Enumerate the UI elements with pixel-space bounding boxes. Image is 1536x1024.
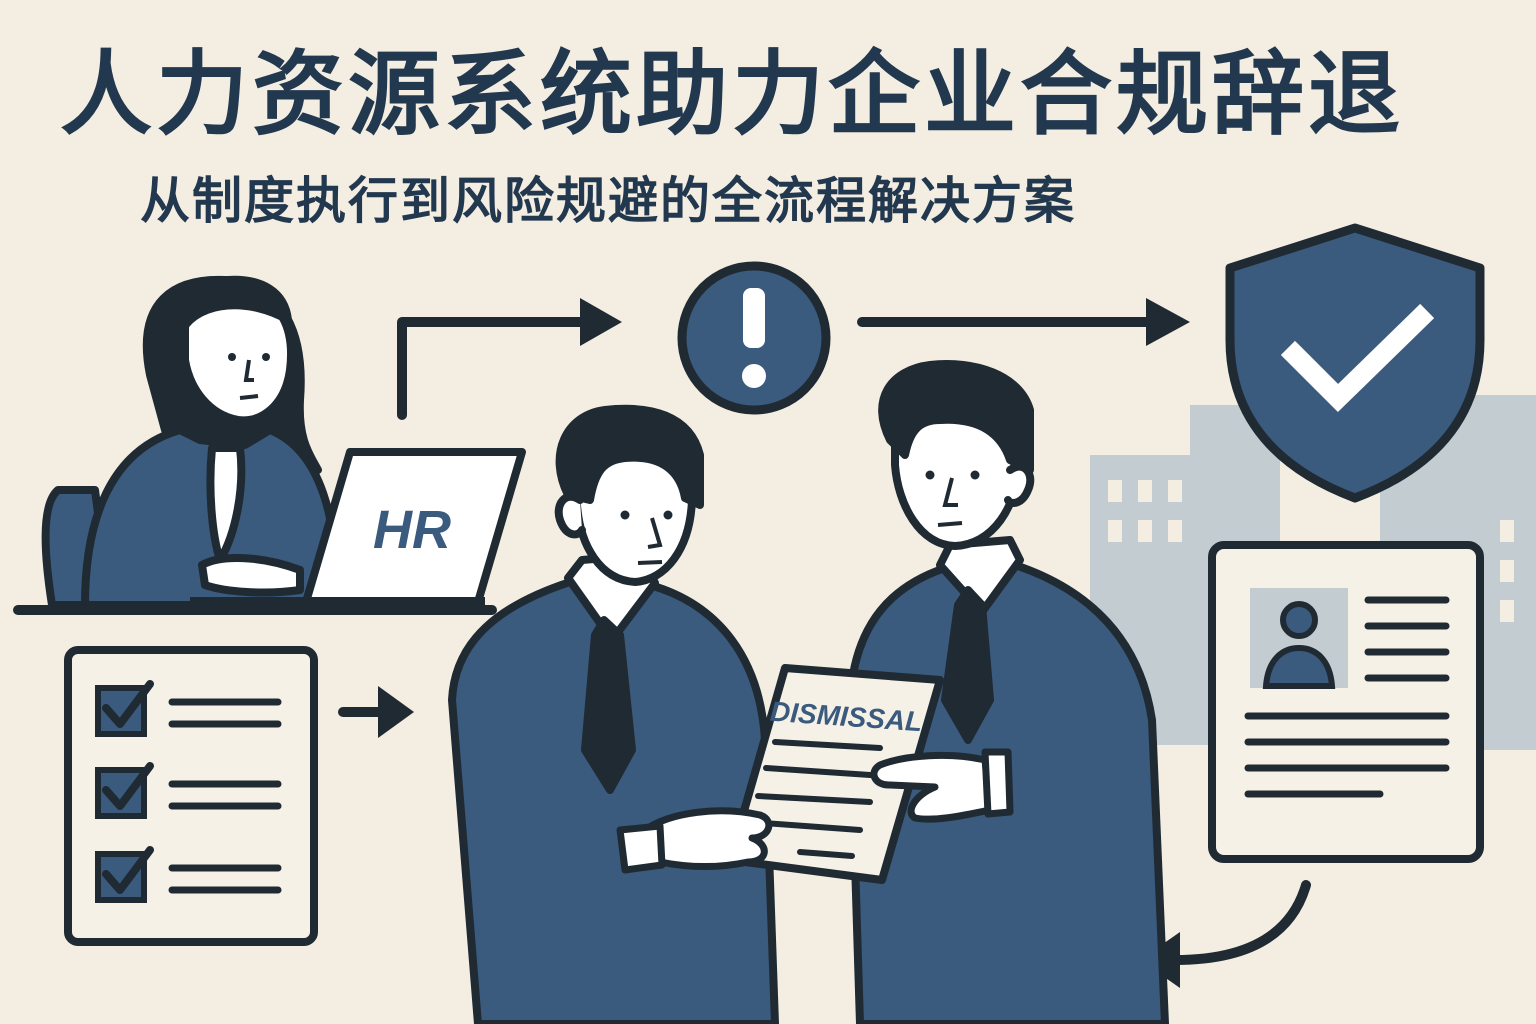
left-hand — [616, 807, 773, 874]
laptop-label: HR — [373, 500, 451, 560]
shield-check-icon — [1225, 223, 1485, 503]
return-arrow — [1170, 880, 1311, 965]
page-subtitle: 从制度执行到风险规避的全流程解决方案 — [140, 172, 1076, 230]
arrowhead-2 — [1146, 298, 1190, 346]
dismissal-document — [726, 664, 944, 884]
laptop — [190, 448, 526, 607]
hr-woman — [41, 275, 340, 609]
left-man-face — [620, 510, 673, 565]
left-man — [448, 404, 779, 1024]
flow-arrow-1 — [397, 317, 590, 420]
checklist-icon — [64, 646, 318, 946]
exclamation-icon — [677, 261, 831, 415]
profile-card-icon — [1208, 541, 1484, 863]
right-man-face — [925, 470, 980, 527]
arrowhead-3 — [378, 686, 414, 738]
right-hand — [870, 748, 1014, 823]
woman-face-details — [228, 353, 270, 400]
arrowhead-1 — [580, 298, 622, 346]
page-title: 人力资源系统助力企业合规辞退 — [60, 41, 1405, 148]
